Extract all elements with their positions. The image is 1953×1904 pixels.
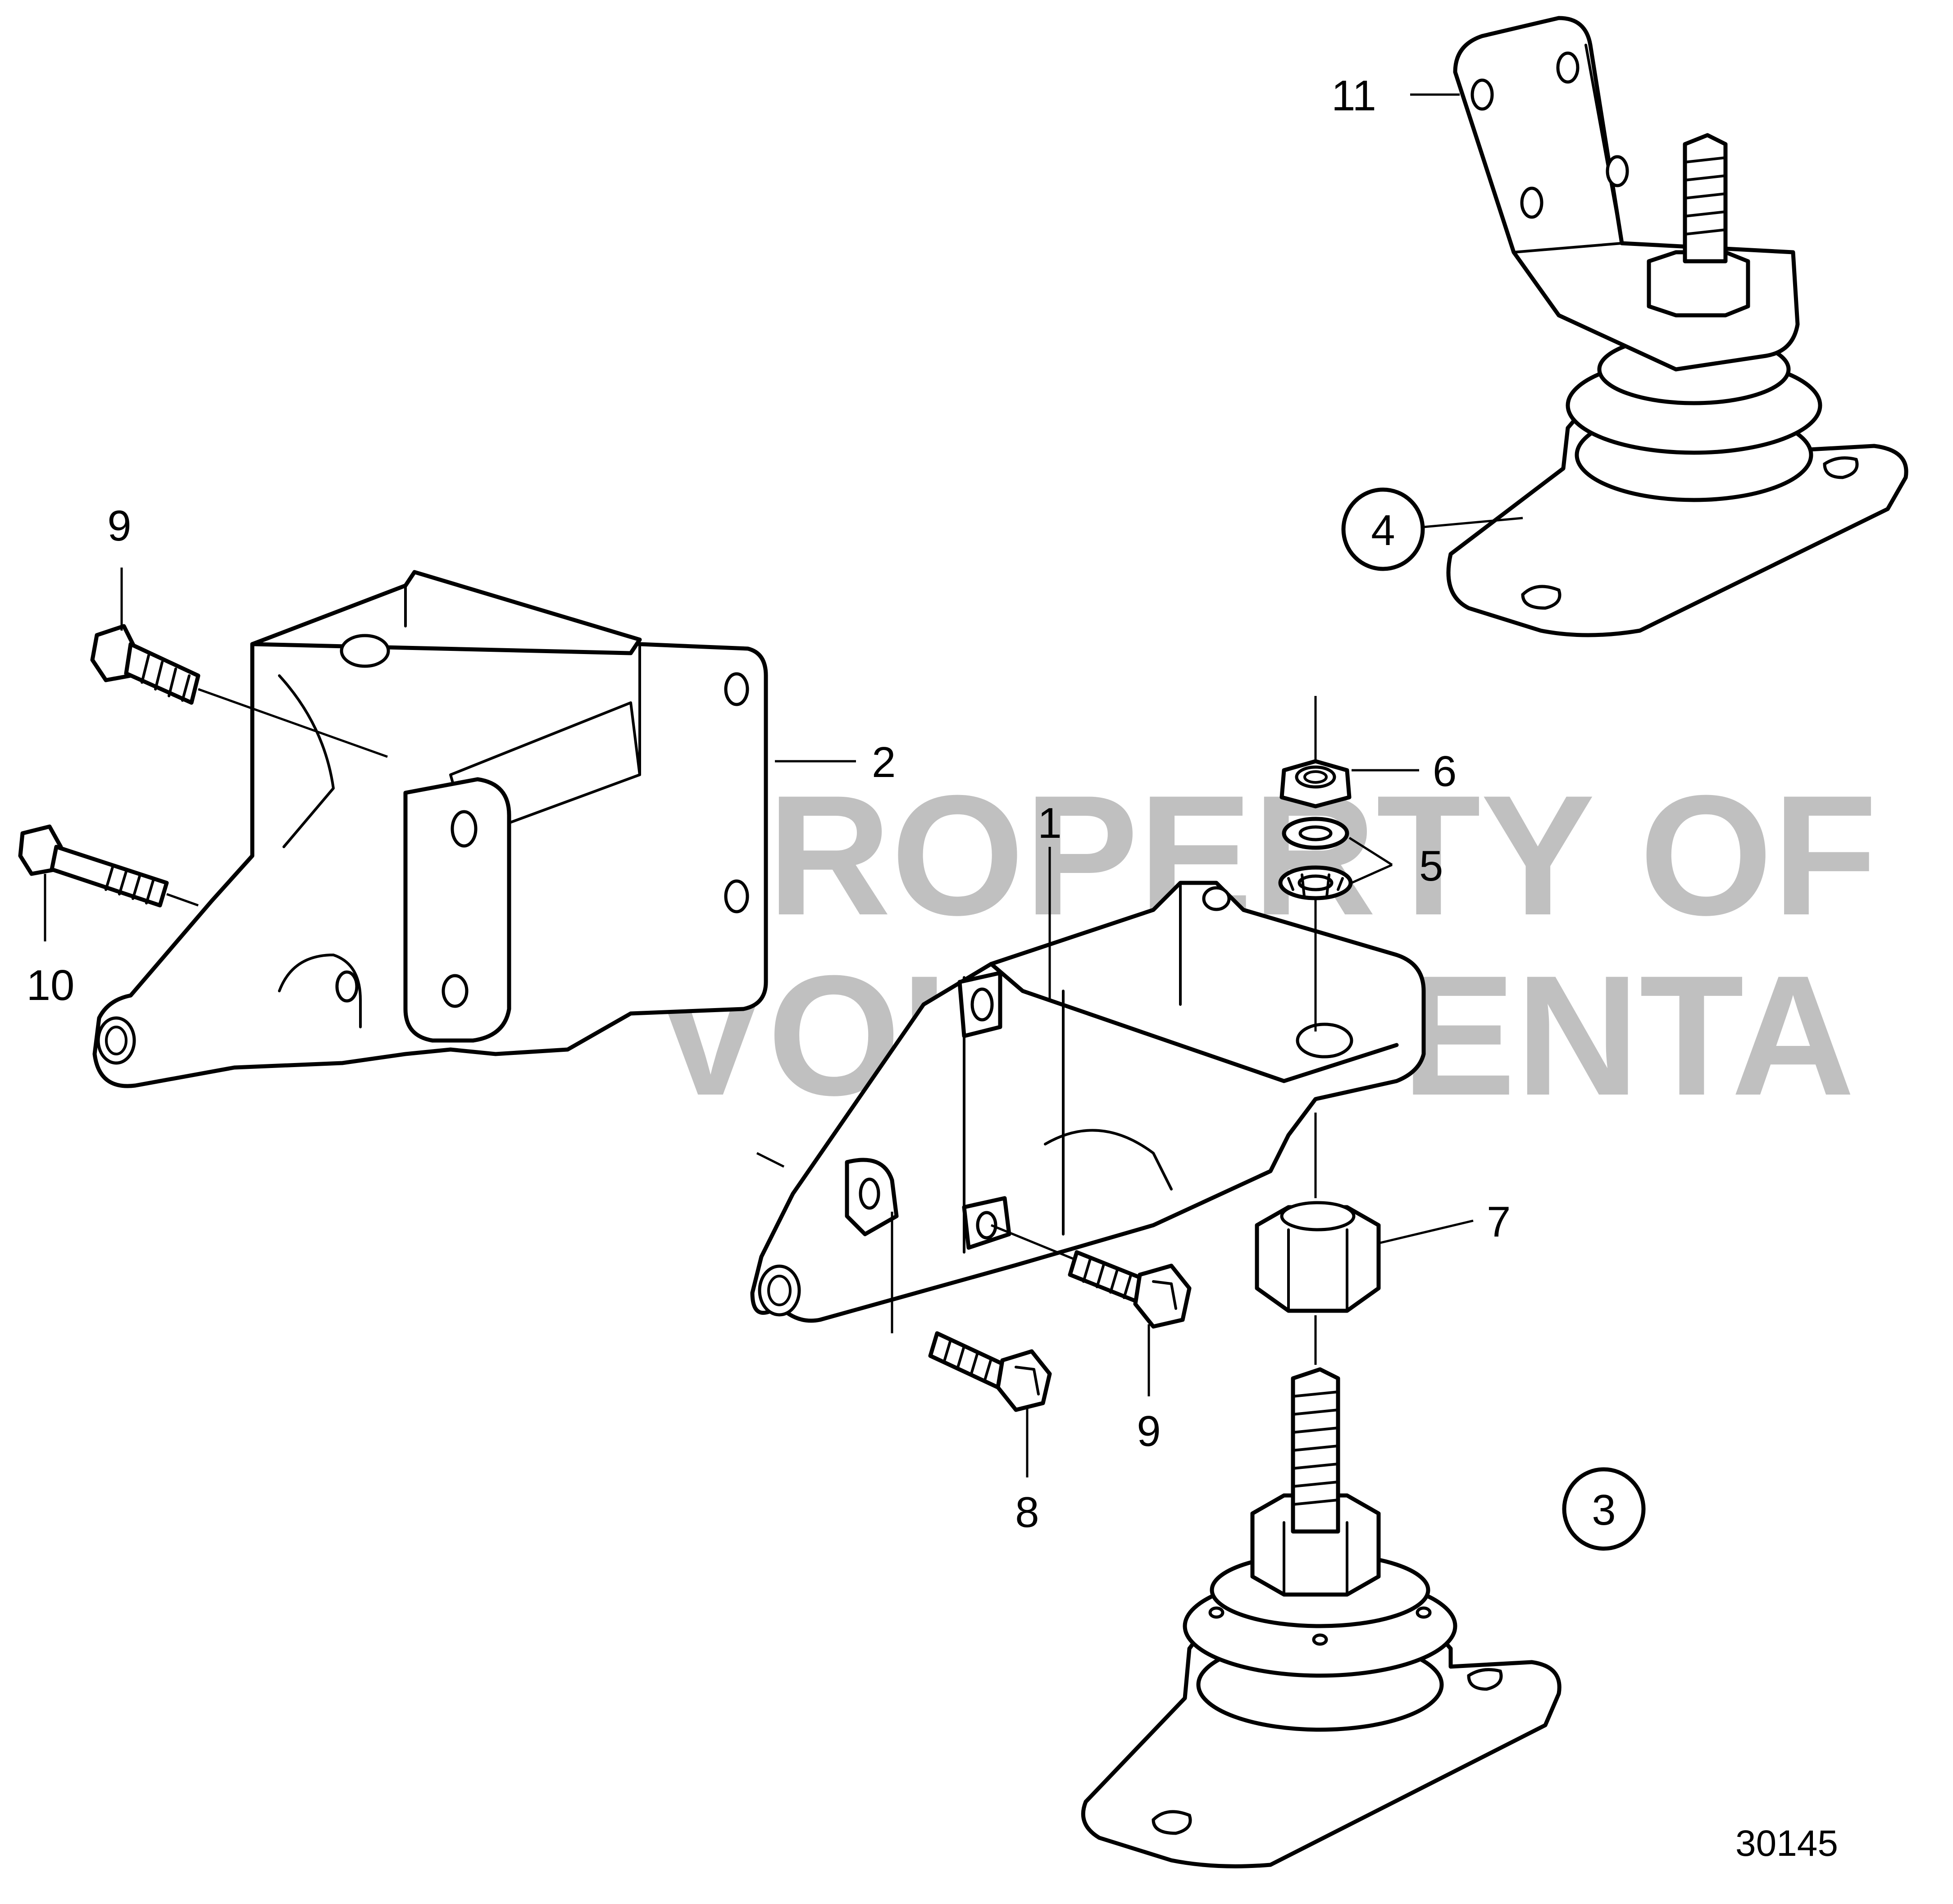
- callout-4-circle: [1341, 487, 1425, 571]
- front-engine-bracket: [750, 881, 1426, 1323]
- callout-10: 10: [27, 961, 75, 1009]
- bolt-9-lower: [991, 1224, 1192, 1329]
- callout-labels: 1 2 3 4 5 6 7 8 9 9 10 11: [27, 72, 1646, 1551]
- callout-2: 2: [872, 738, 896, 786]
- bolt-10: [18, 824, 199, 908]
- callout-7: 7: [1487, 1198, 1511, 1246]
- callout-3: 3: [1592, 1486, 1616, 1534]
- callout-1: 1: [1038, 799, 1061, 847]
- washer-5-lower: [1278, 865, 1353, 900]
- bolt-9-upper: [90, 624, 388, 758]
- callout-9-lower: 9: [1137, 1407, 1161, 1455]
- bolt-8: [891, 1212, 1052, 1412]
- rear-engine-bracket: [92, 570, 768, 1088]
- drawing-number: 30145: [1735, 1823, 1838, 1864]
- nut-7: [1255, 1201, 1381, 1313]
- nut-6: [1279, 759, 1352, 809]
- engine-mount-3: [1081, 1367, 1561, 1868]
- callout-4: 4: [1371, 506, 1395, 554]
- callout-3-circle: [1562, 1467, 1646, 1551]
- callout-8: 8: [1015, 1488, 1039, 1536]
- callout-9-upper: 9: [107, 502, 131, 550]
- callout-6: 6: [1433, 747, 1457, 795]
- callout-5: 5: [1419, 842, 1443, 890]
- engine-mount-4: [1446, 333, 1908, 637]
- leader-lines: [44, 93, 1523, 1477]
- bracket-11: [1453, 16, 1800, 372]
- washer-5-upper: [1282, 817, 1349, 850]
- callout-11: 11: [1331, 72, 1376, 120]
